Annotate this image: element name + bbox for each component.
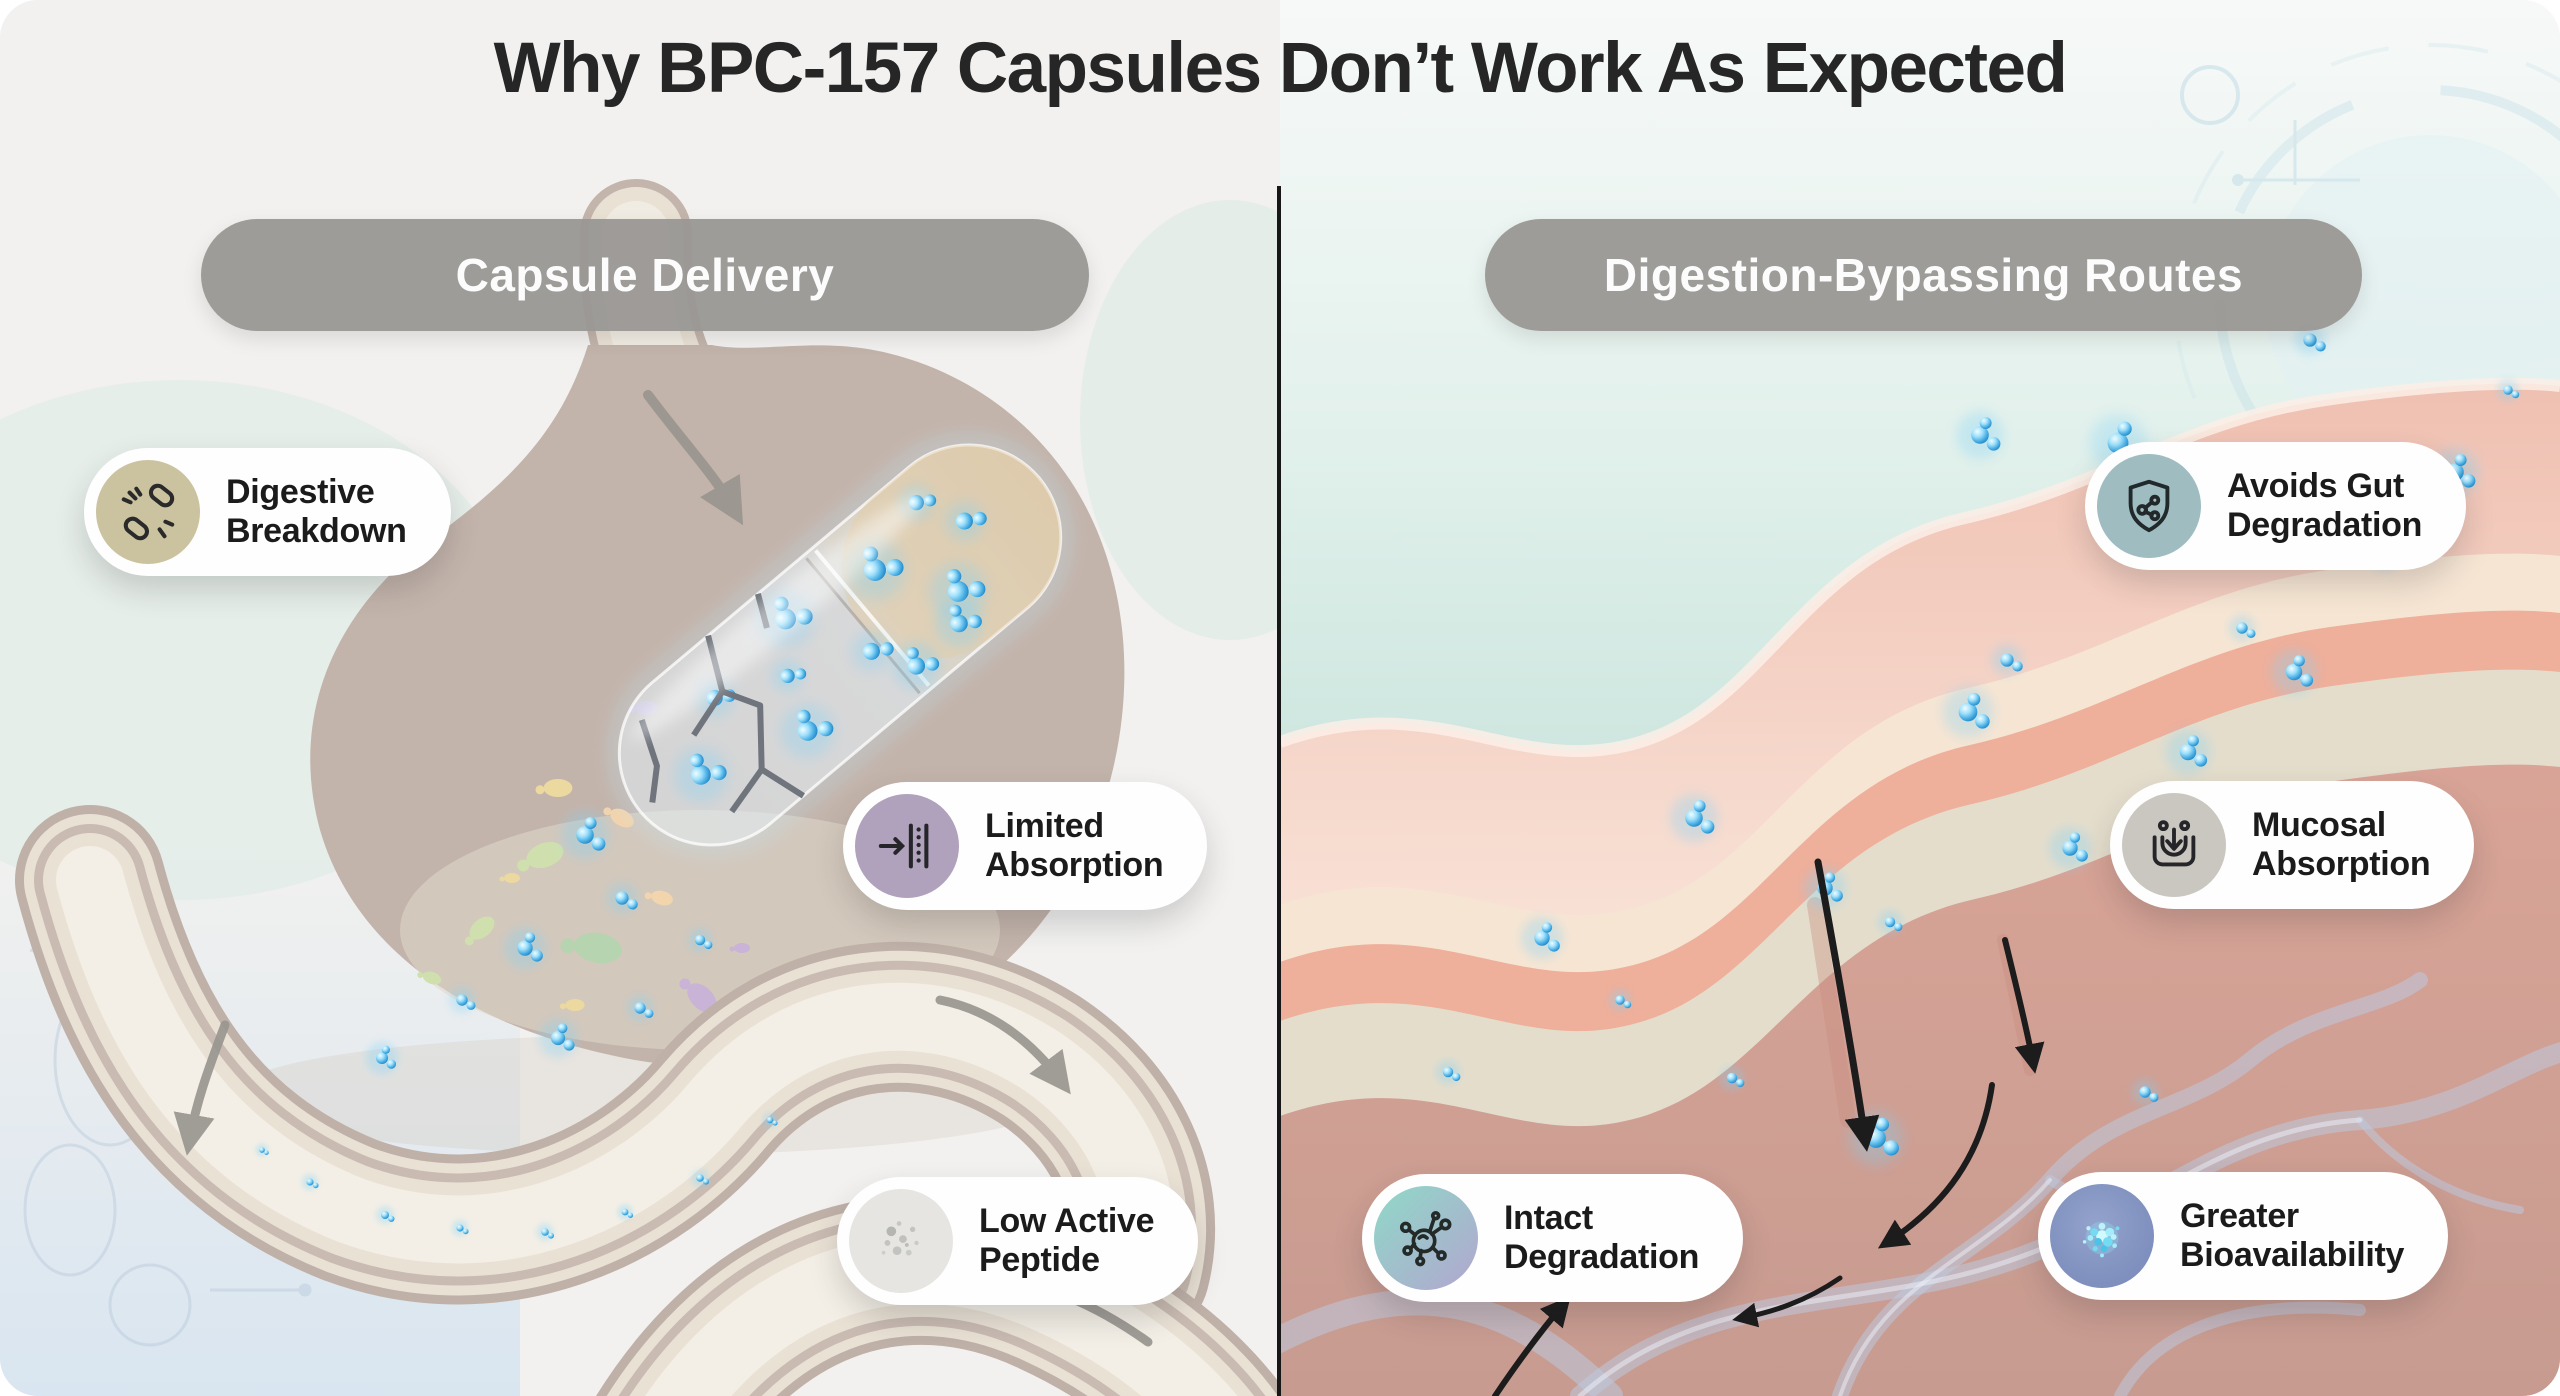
left-panel-header: Capsule Delivery <box>201 219 1089 331</box>
molecule-icon <box>1374 1186 1478 1290</box>
badge-avoids-gut-degradation: Avoids Gut Degradation <box>2085 442 2467 570</box>
badge-mucosal-absorption: Mucosal Absorption <box>2110 781 2475 909</box>
cracked-capsule <box>604 430 1076 860</box>
right-panel-header-label: Digestion-Bypassing Routes <box>1603 249 2244 301</box>
badge-label: Avoids Gut Degradation <box>2227 466 2423 544</box>
faded-particles-icon <box>849 1189 953 1293</box>
blocked-arrow-icon <box>855 794 959 898</box>
badge-label: Digestive Breakdown <box>226 472 407 550</box>
badge-label: Limited Absorption <box>985 806 1164 884</box>
particle-cluster-icon <box>2050 1184 2154 1288</box>
badge-greater-bioavailability: Greater Bioavailability <box>2038 1172 2449 1300</box>
absorption-tray-icon <box>2122 793 2226 897</box>
shield-molecule-icon <box>2097 454 2201 558</box>
badge-label: Intact Degradation <box>1504 1198 1700 1276</box>
badge-label: Greater Bioavailability <box>2180 1196 2405 1274</box>
badge-low-active-peptide: Low Active Peptide <box>837 1177 1199 1305</box>
left-panel-header-label: Capsule Delivery <box>455 249 835 301</box>
absorption-arrows <box>1492 858 2045 1396</box>
broken-chain-icon <box>96 460 200 564</box>
right-panel-header: Digestion-Bypassing Routes <box>1485 219 2362 331</box>
badge-label: Low Active Peptide <box>979 1201 1155 1279</box>
panel-divider <box>1277 186 1281 1396</box>
badge-limited-absorption: Limited Absorption <box>843 782 1208 910</box>
page-title: Why BPC-157 Capsules Don’t Work As Expec… <box>493 29 2068 108</box>
badge-intact-degradation: Intact Degradation <box>1362 1174 1744 1302</box>
badge-label: Mucosal Absorption <box>2252 805 2431 883</box>
badge-digestive-breakdown: Digestive Breakdown <box>84 448 451 576</box>
